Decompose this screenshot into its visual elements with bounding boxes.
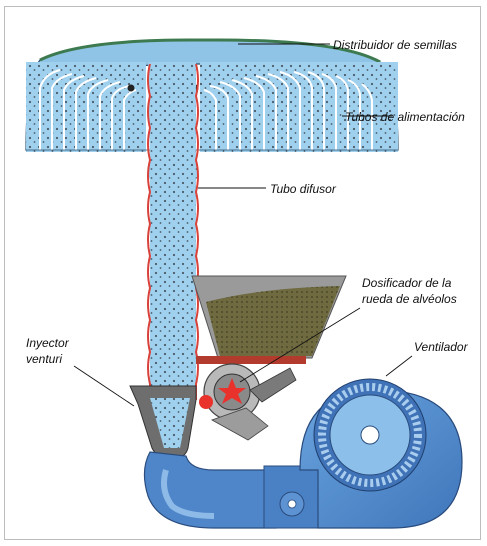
- venturi-injector: [130, 386, 196, 458]
- metering-wheel: [199, 364, 296, 440]
- label-inyector-line2: venturi: [26, 352, 62, 366]
- leader-ventilador: [386, 356, 412, 376]
- fan: [300, 379, 462, 528]
- air-pipe: [144, 452, 324, 528]
- label-tubos: Tubos de alimentación: [345, 110, 465, 124]
- label-dosificador-line2: rueda de alvéolos: [362, 292, 457, 306]
- feeding-tubes: [26, 62, 398, 152]
- diffuser-tube: [148, 62, 198, 400]
- label-distribuidor: Distribuidor de semillas: [333, 38, 457, 52]
- label-ventilador: Ventilador: [414, 340, 468, 354]
- label-tubo-difusor: Tubo difusor: [270, 182, 336, 196]
- label-dosificador-line1: Dosificador de la: [362, 276, 451, 290]
- leader-inyector: [74, 366, 134, 406]
- label-inyector-line1: Inyector: [26, 336, 69, 350]
- seed-hopper: [192, 276, 346, 364]
